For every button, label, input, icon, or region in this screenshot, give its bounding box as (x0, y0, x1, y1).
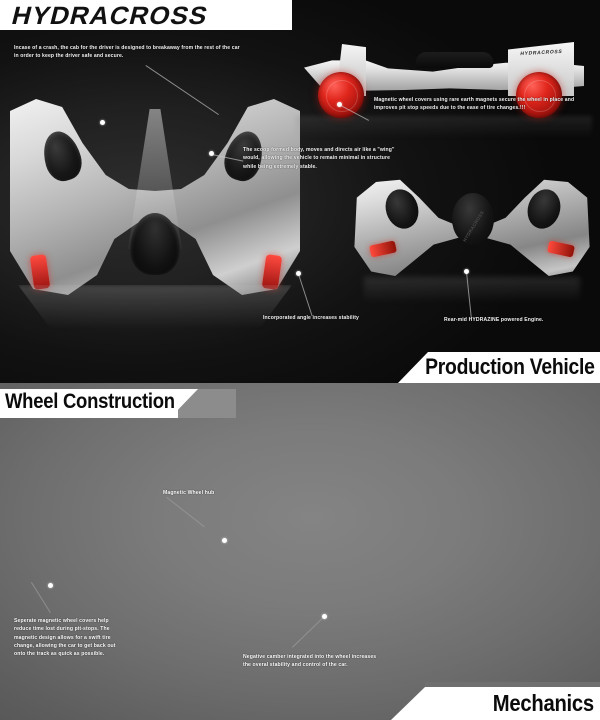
leader-line-incorporated-angle (298, 274, 313, 317)
brand-logo: HYDRACROSS (8, 2, 212, 30)
annotation-cab-breakaway: Incase of a crash, the cab for the drive… (14, 45, 240, 60)
callout-dot-engine (464, 269, 469, 274)
rear-shadow (364, 277, 580, 303)
rear-center-duct (452, 193, 494, 245)
callout-dot-incorporated-angle (296, 271, 301, 276)
callout-dot-scoop-body (209, 151, 214, 156)
cockpit-canopy (414, 52, 496, 68)
annotation-magnetic-wheel-hub: Magnetic Wheel hub (163, 490, 215, 496)
mechanics-banner: Mechanics (425, 687, 600, 720)
callout-dot-separate-covers (48, 583, 53, 588)
rear-wheel-cover (516, 72, 562, 118)
callout-dot-cab-breakaway (100, 120, 105, 125)
annotation-incorporated-angle: Incorporated angle increases stability (263, 315, 359, 321)
annotation-separate-covers: Seperate magnetic wheel covers help redu… (14, 618, 116, 657)
leader-line-negative-camber (292, 615, 326, 648)
annotation-negative-camber: Negative camber integrated into the whee… (243, 654, 377, 669)
callout-dot-negative-camber (322, 614, 327, 619)
front-wheel-cover (318, 72, 364, 118)
production-vehicle-banner: Production Vehicle (425, 352, 600, 383)
leader-line-magnetic-wheel-hub (166, 497, 205, 528)
ground-reflection (296, 116, 592, 138)
production-vehicle-panel: HYDRACROSS HYDRACROSS Incase of a crash,… (0, 0, 600, 383)
mechanics-banner-label: Mechanics (492, 690, 594, 716)
center-intake (130, 213, 180, 275)
annotation-scoop-body: The scoop formed body, moves and directs… (243, 147, 395, 170)
production-vehicle-banner-label: Production Vehicle (425, 354, 595, 379)
callout-dot-magnetic-wheel-covers (337, 102, 342, 107)
mechanics-banner-strip (425, 682, 600, 687)
mechanics-panel: Magnetic Wheel hub Seperate magnetic whe… (0, 383, 600, 720)
annotation-engine: Rear-mid HYDRAZINE powered Engine. (444, 317, 544, 323)
callout-dot-magnetic-wheel-hub (222, 538, 227, 543)
hero-vehicle-render (10, 95, 300, 329)
wheel-construction-banner-label: Wheel Construction (5, 390, 175, 413)
wheel-construction-banner: Wheel Construction (0, 389, 178, 418)
side-view-render: HYDRACROSS (296, 28, 592, 138)
floor-reflection (18, 285, 292, 329)
annotation-magnetic-wheel-covers: Magnetic wheel covers using rare earth m… (374, 97, 575, 112)
rear-quarter-render: HYDRACROSS (352, 165, 592, 305)
logo-band: HYDRACROSS (0, 0, 292, 30)
